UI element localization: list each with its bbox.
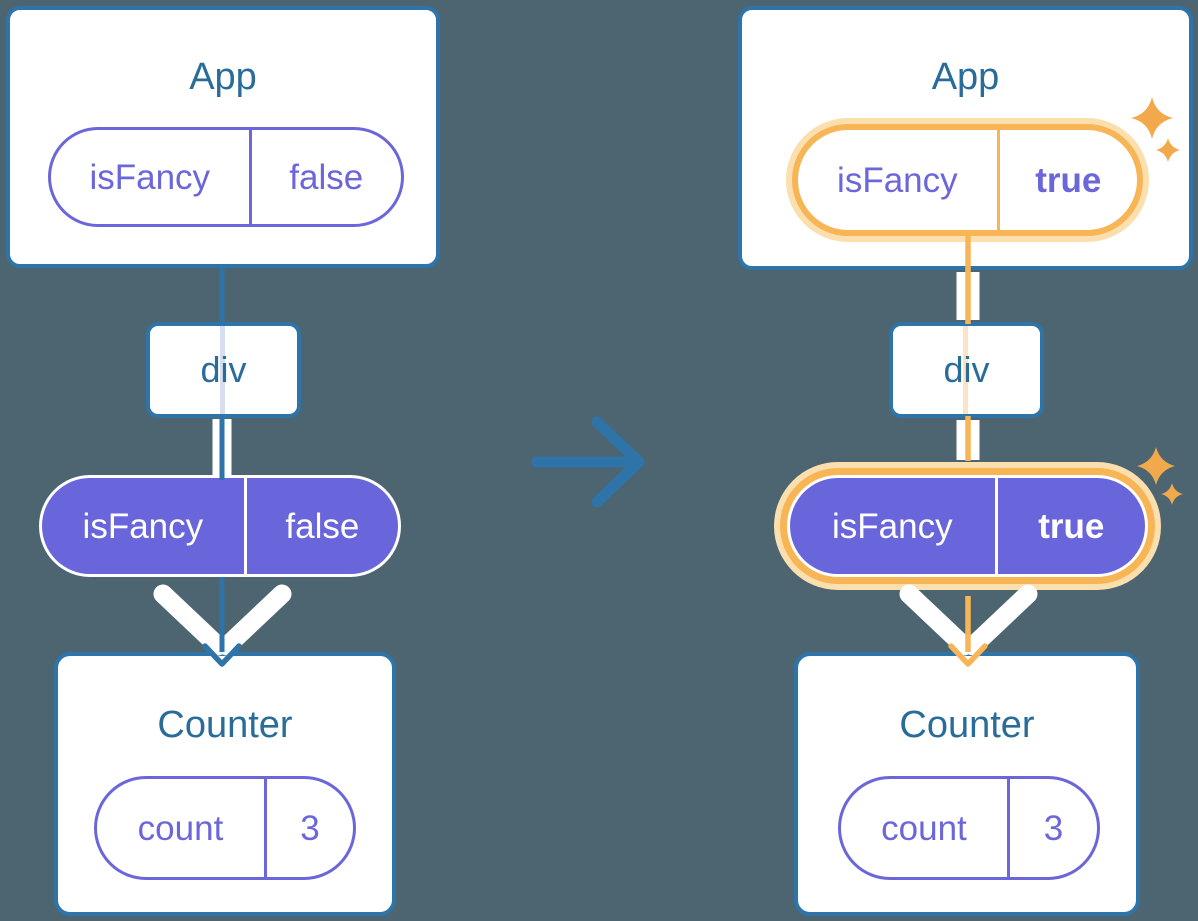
state-pill-highlighted: isFancy true [792,124,1143,236]
context-name: isFancy [790,478,998,574]
counter-component-box-before: Counter count 3 [54,652,396,916]
state-value: true [1035,160,1102,200]
counter-component-box-after: Counter count 3 [794,652,1140,916]
context-value: true [1038,506,1105,546]
context-provider-pill-after: isFancy true [790,478,1145,574]
context-name: isFancy [42,478,247,574]
transition-arrow-icon [531,416,645,508]
state-pill: isFancy false [48,127,404,227]
component-title: App [189,56,257,98]
context-value: false [285,506,360,546]
context-through-line [219,326,225,414]
div-node-box-after: div [889,322,1044,418]
state-value: false [289,157,364,197]
context-through-line [962,326,968,414]
app-component-box-after: App isFancy true [738,6,1193,270]
app-component-box-before: App isFancy false [6,6,440,268]
state-value: 3 [300,808,320,848]
node-label: div [943,349,990,390]
white-chevron-icon [899,584,1038,656]
component-title: App [931,56,1000,98]
state-name: count [841,779,1010,877]
state-pill: count 3 [94,776,356,880]
state-name: count [97,779,267,877]
component-title: Counter [157,704,293,746]
div-node-box-before: div [146,322,301,418]
white-chevron-icon [153,584,292,656]
component-title: Counter [899,704,1035,746]
state-pill: count 3 [838,776,1100,880]
state-name: isFancy [798,130,1000,230]
state-name: isFancy [51,130,252,224]
node-label: div [200,349,247,390]
state-value: 3 [1043,808,1064,848]
context-provider-pill-before: isFancy false [42,478,398,574]
